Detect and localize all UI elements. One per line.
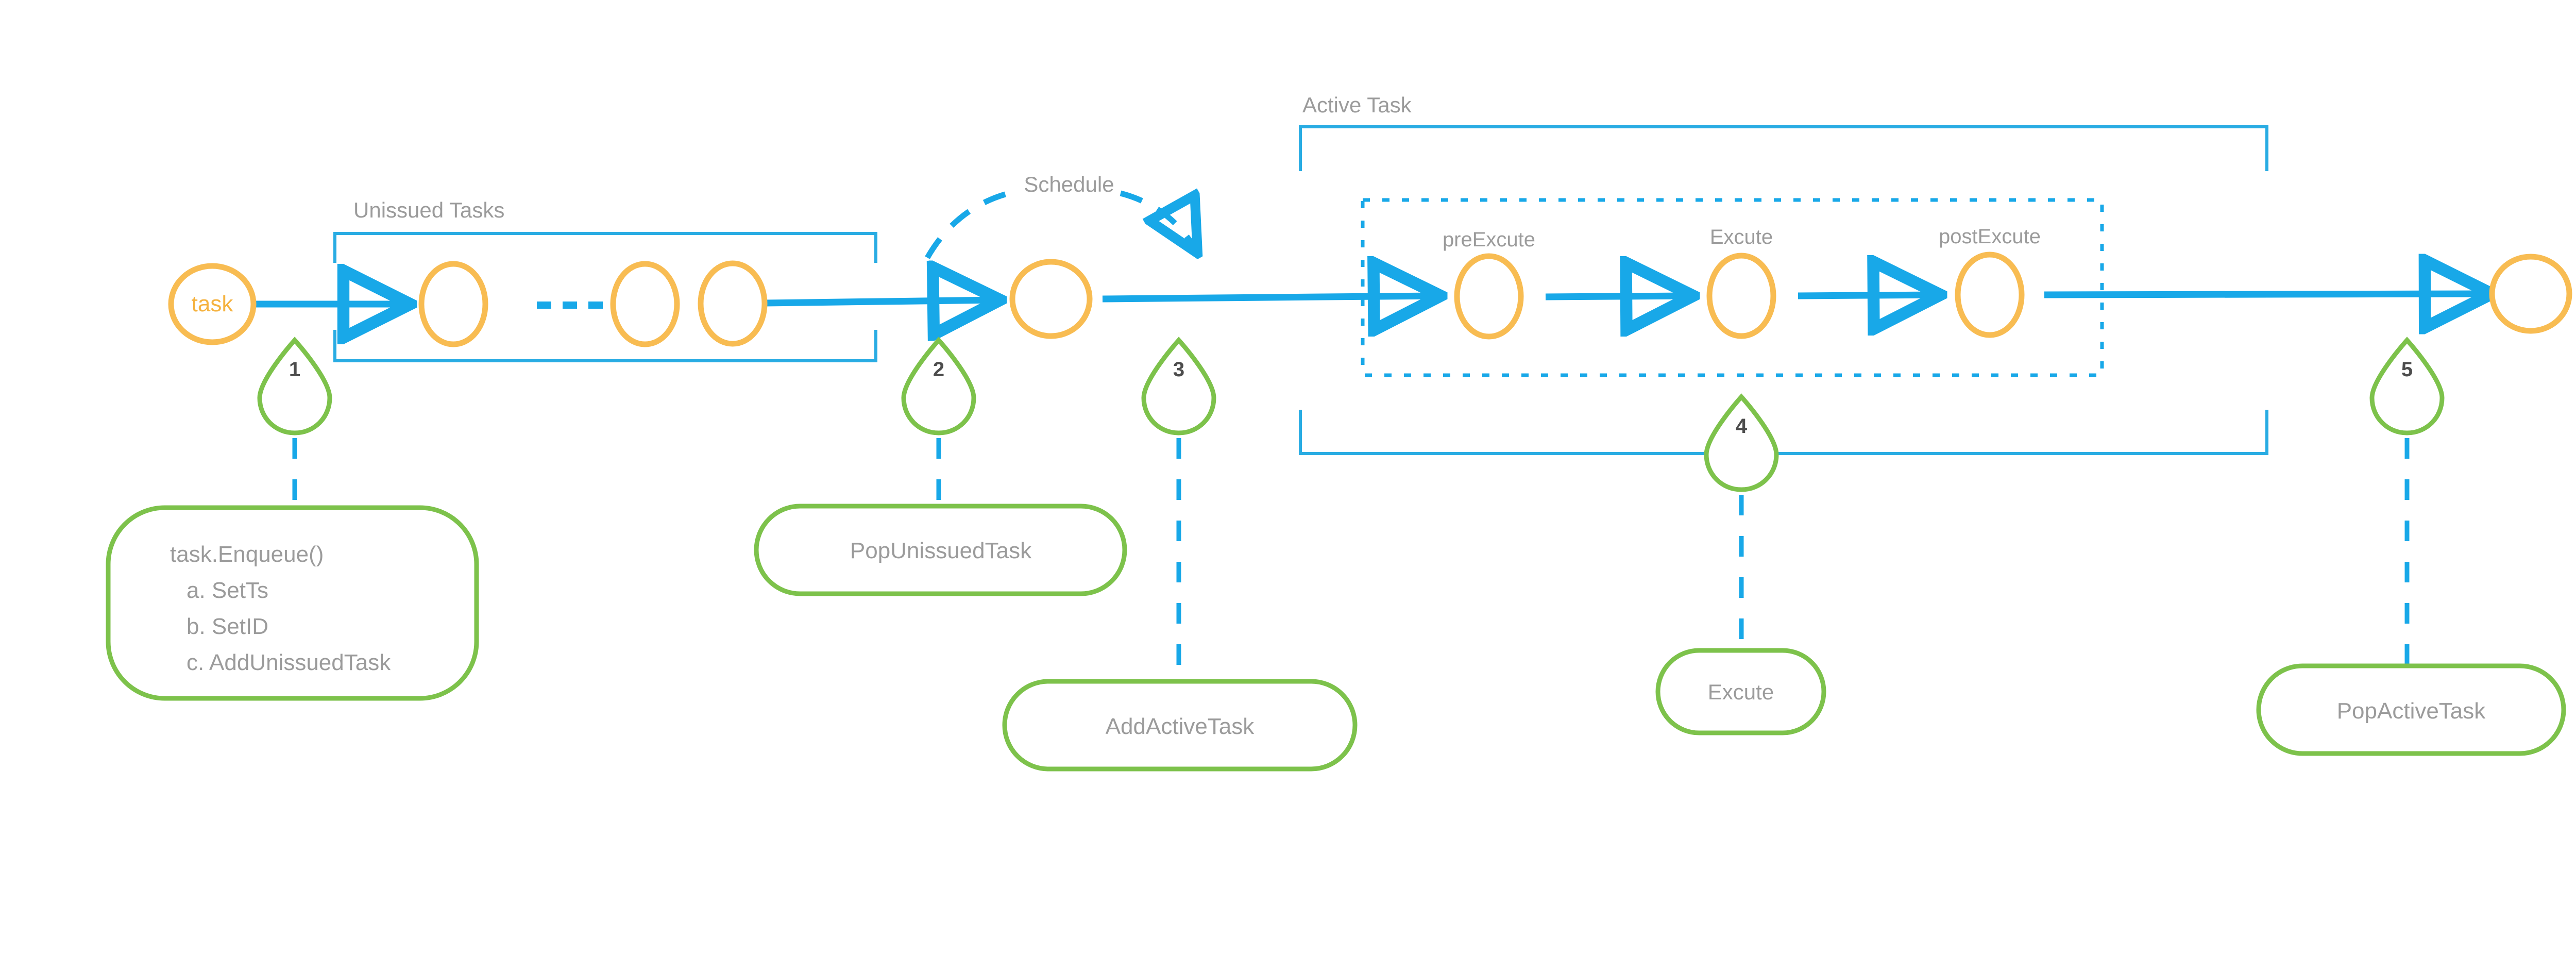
callout-execute-box [1655, 648, 1826, 735]
edge-scheduled-to-preexecute [1102, 296, 1437, 299]
marker-4-teardrop [1704, 393, 1779, 492]
execution-stage-labels: preExcute Excute postExcute [1443, 225, 2041, 251]
schedule-annotation: Schedule [925, 172, 1196, 259]
execute-label: Excute [1710, 226, 1773, 248]
edge-queue-to-scheduled [765, 300, 997, 303]
marker-3[interactable]: 3 [1141, 337, 1216, 436]
callout-pop-unissued[interactable]: PopUnissuedTask [754, 504, 1127, 596]
callout-enqueue-line-0: task.Enqueue() [170, 542, 324, 567]
marker-5[interactable]: 5 [2369, 337, 2445, 436]
node-execute[interactable] [1706, 253, 1776, 339]
edge-preexecute-to-execute [1545, 296, 1690, 297]
callout-pop-unissued-label: PopUnissuedTask [850, 538, 1032, 563]
callout-pop-unissued-box [754, 504, 1127, 596]
node-done[interactable] [2489, 254, 2572, 334]
node-scheduled[interactable] [1009, 259, 1093, 339]
marker-4[interactable]: 4 [1704, 393, 1779, 492]
callout-execute[interactable]: Excute [1655, 648, 1826, 735]
flow-nodes: task [168, 252, 2572, 347]
unissued-tasks-group: Unissued Tasks [333, 198, 877, 362]
callout-enqueue-line-1: a. SetTs [187, 578, 268, 603]
node-queue-mid[interactable] [610, 261, 680, 347]
schedule-arc-right [1120, 193, 1196, 251]
marker-leader-lines [292, 397, 2410, 691]
node-queue-head[interactable] [418, 261, 488, 347]
marker-1-teardrop [257, 337, 332, 436]
marker-5-number: 5 [2401, 358, 2413, 381]
marker-2-number: 2 [933, 358, 944, 381]
marker-3-number: 3 [1173, 358, 1184, 381]
node-post-execute[interactable] [1955, 252, 2025, 338]
marker-2[interactable]: 2 [901, 337, 976, 436]
flow-edges [255, 294, 2488, 304]
callout-pop-active[interactable]: PopActiveTask [2256, 663, 2566, 756]
callout-add-active-label: AddActiveTask [1106, 714, 1255, 739]
marker-2-teardrop [901, 337, 976, 436]
callout-enqueue[interactable]: task.Enqueue() a. SetTs b. SetID c. AddU… [106, 505, 479, 701]
callout-enqueue-line-3: c. AddUnissuedTask [187, 650, 391, 675]
marker-3-teardrop [1141, 337, 1216, 436]
node-task-label: task [192, 291, 234, 316]
edge-postexecute-to-done [2044, 294, 2488, 295]
active-task-bracket-bottom [1299, 410, 2268, 455]
schedule-arc-left [925, 188, 1021, 259]
callout-enqueue-box [106, 505, 479, 701]
execution-dotted-rect [1361, 198, 2104, 377]
node-queue-tail[interactable] [698, 260, 768, 347]
marker-4-number: 4 [1736, 415, 1748, 438]
callout-pop-active-label: PopActiveTask [2337, 698, 2486, 724]
callout-enqueue-line-2: b. SetID [187, 614, 268, 639]
node-task[interactable] [168, 263, 257, 345]
active-task-group: Active Task [1299, 93, 2268, 455]
callout-add-active-box [1002, 679, 1358, 772]
unissued-tasks-bracket-bottom [333, 330, 877, 362]
node-pre-execute[interactable] [1454, 253, 1524, 340]
callout-pop-active-box [2256, 663, 2566, 756]
execution-phase-box [1361, 198, 2104, 377]
active-task-label: Active Task [1302, 93, 1412, 117]
marker-5-teardrop [2369, 337, 2445, 436]
active-task-bracket-top [1299, 125, 2268, 171]
callout-add-active[interactable]: AddActiveTask [1002, 679, 1358, 772]
post-execute-label: postExcute [1939, 225, 2041, 248]
schedule-label: Schedule [1024, 172, 1114, 196]
edge-execute-to-postexecute [1798, 295, 1937, 296]
callout-execute-label: Excute [1708, 680, 1774, 704]
marker-1-number: 1 [289, 358, 300, 381]
unissued-tasks-label: Unissued Tasks [353, 198, 504, 222]
queue-ellipsis-icon [537, 302, 603, 309]
pre-execute-label: preExcute [1443, 228, 1535, 251]
unissued-tasks-bracket-top [333, 232, 877, 263]
marker-1[interactable]: 1 [257, 337, 332, 436]
